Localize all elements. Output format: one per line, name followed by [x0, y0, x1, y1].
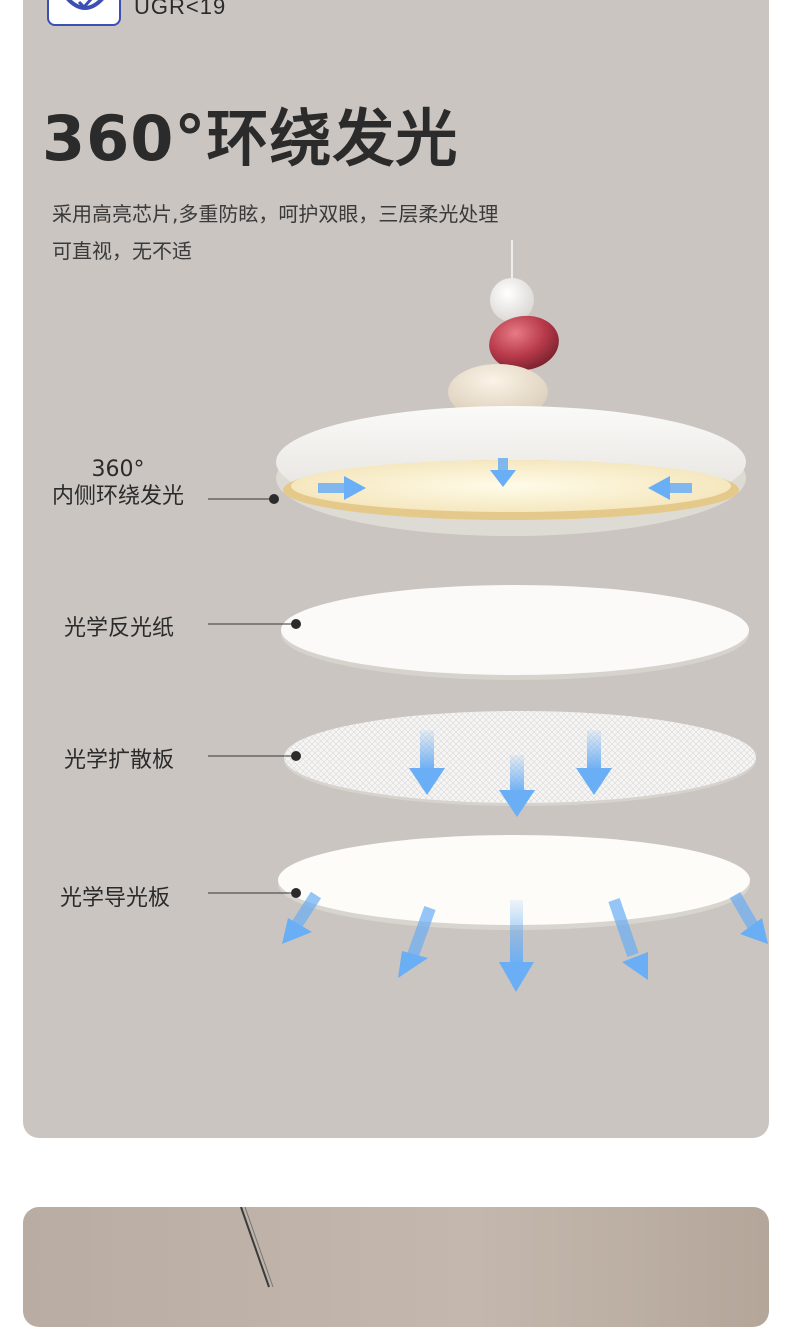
- leader-line: [208, 494, 279, 504]
- arrow-down-icon: [576, 730, 612, 795]
- label-ring-glow: 360° 内侧环绕发光: [52, 456, 184, 510]
- leader-line: [208, 888, 301, 898]
- arrow-down-icon: [409, 730, 445, 795]
- label-diffuser: 光学扩散板: [64, 748, 175, 773]
- badge-text: UGR<19: [134, 0, 227, 19]
- arrow-down-icon: [490, 458, 516, 487]
- arrow-down-left-icon: [398, 905, 436, 978]
- arrow-down-icon: [499, 900, 534, 992]
- page-title: 360°环绕发光: [42, 102, 459, 175]
- badge-icon-box: [47, 0, 121, 26]
- label-reflector: 光学反光纸: [64, 616, 175, 641]
- pendant-cable-image: [240, 1207, 274, 1288]
- arrow-left-icon: [648, 476, 692, 500]
- leader-line: [208, 751, 301, 761]
- reflector-sheet: [281, 585, 749, 680]
- description-line: 可直视，无不适: [52, 239, 192, 263]
- arrow-down-right-icon: [608, 898, 648, 980]
- label-ring-line: 内侧环绕发光: [52, 484, 185, 509]
- light-guide-plate: [278, 835, 750, 930]
- ring-lamp: [276, 406, 746, 536]
- leader-line: [208, 619, 301, 629]
- eye-check-icon: [66, 0, 104, 10]
- label-light-guide: 光学导光板: [60, 886, 171, 911]
- description-line: 采用高亮芯片,多重防眩，呵护双眼，三层柔光处理: [52, 202, 499, 226]
- arrow-down-icon: [499, 755, 535, 817]
- arrow-right-icon: [318, 476, 366, 500]
- description: 采用高亮芯片,多重防眩，呵护双眼，三层柔光处理 可直视，无不适: [52, 196, 498, 270]
- label-ring-line: 360°: [91, 457, 145, 482]
- arrow-down-left-icon: [282, 891, 322, 944]
- lamp-illustration: [208, 240, 768, 992]
- arrow-down-right-icon: [729, 891, 768, 944]
- pendant-stem: [448, 240, 559, 420]
- next-card: [23, 1207, 769, 1327]
- feature-card: [23, 0, 769, 1138]
